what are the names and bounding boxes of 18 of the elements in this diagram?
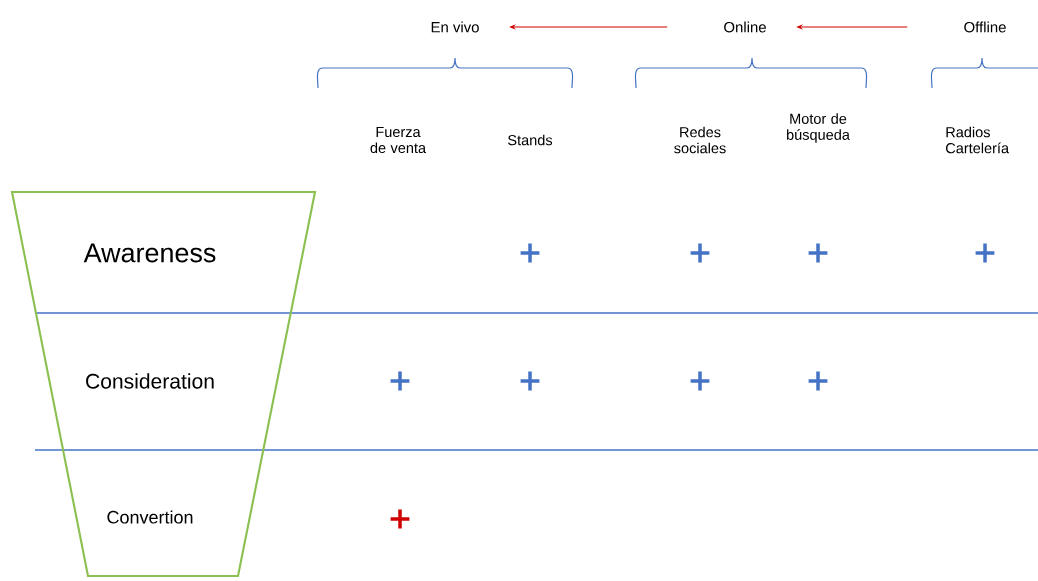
column-header: Radios Cartelería [946,126,1010,154]
plus-mark: + [690,243,710,263]
category-label: Offline [964,21,1006,33]
plus-mark: + [390,371,410,391]
plus-mark: + [690,371,710,391]
plus-mark: + [520,243,540,263]
plus-mark: + [808,243,828,263]
column-header: Redes sociales [674,126,726,154]
funnel: Awareness Consideration Convertion [10,190,317,578]
column-header: Stands [508,134,553,146]
column-header: Fuerza de venta [370,126,427,154]
category-label: En vivo [431,21,479,33]
category-label: Online [724,21,766,33]
plus-mark: + [975,243,995,263]
column-header: Motor de búsqueda [787,113,850,143]
plus-mark: + [520,371,540,391]
plus-mark: + [808,371,828,391]
plus-mark: + [390,509,410,529]
